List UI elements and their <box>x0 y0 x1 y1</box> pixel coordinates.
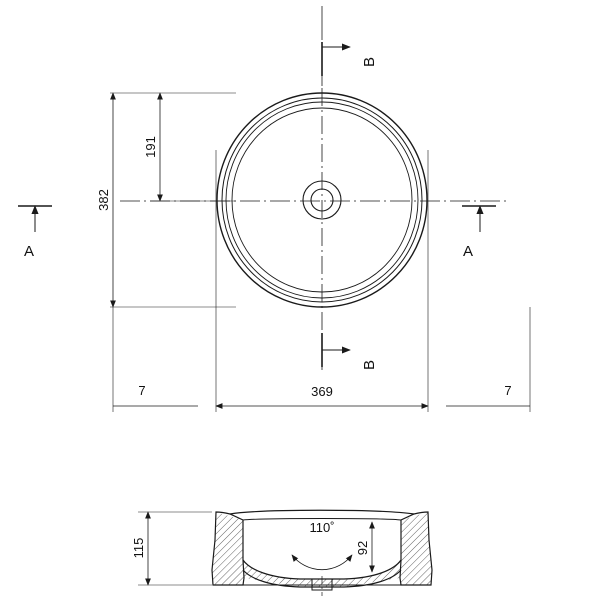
drain-hole <box>302 180 342 220</box>
section-marker-b-top: B <box>321 42 378 76</box>
dimension-row-horizontal: 7 369 7 <box>113 383 530 409</box>
basin-outline <box>216 92 428 308</box>
section-marker-b-bottom: B <box>321 333 378 370</box>
section-label-b-top: B <box>361 57 378 67</box>
section-marker-a-left: A <box>18 205 52 260</box>
dimension-191: 191 <box>143 92 163 202</box>
section-view: 115 110˚ 92 <box>131 509 433 596</box>
dimension-115: 115 <box>131 511 212 586</box>
dim-right-offset-label: 7 <box>504 383 511 398</box>
dim-382-label: 382 <box>96 189 111 211</box>
dimension-92: 92 <box>355 521 375 573</box>
dimension-110deg: 110˚ <box>291 520 353 571</box>
section-label-b-bottom: B <box>361 360 378 370</box>
dim-left-offset-label: 7 <box>138 383 145 398</box>
basin-section-profile <box>211 509 433 596</box>
dim-basin-width-label: 369 <box>311 384 333 399</box>
dim-92-label: 92 <box>355 541 370 555</box>
dim-115-label: 115 <box>131 538 146 559</box>
dim-191-label: 191 <box>143 136 158 158</box>
section-marker-a-right: A <box>462 205 496 260</box>
horizontal-extension-lines <box>112 150 531 412</box>
section-label-a-right: A <box>463 243 473 260</box>
top-view: 382 191 A A B B <box>18 6 531 412</box>
section-label-a-left: A <box>24 243 34 260</box>
dim-110-label: 110˚ <box>309 520 334 535</box>
dimension-382: 382 <box>96 92 116 308</box>
vertical-extension-lines <box>110 92 236 308</box>
